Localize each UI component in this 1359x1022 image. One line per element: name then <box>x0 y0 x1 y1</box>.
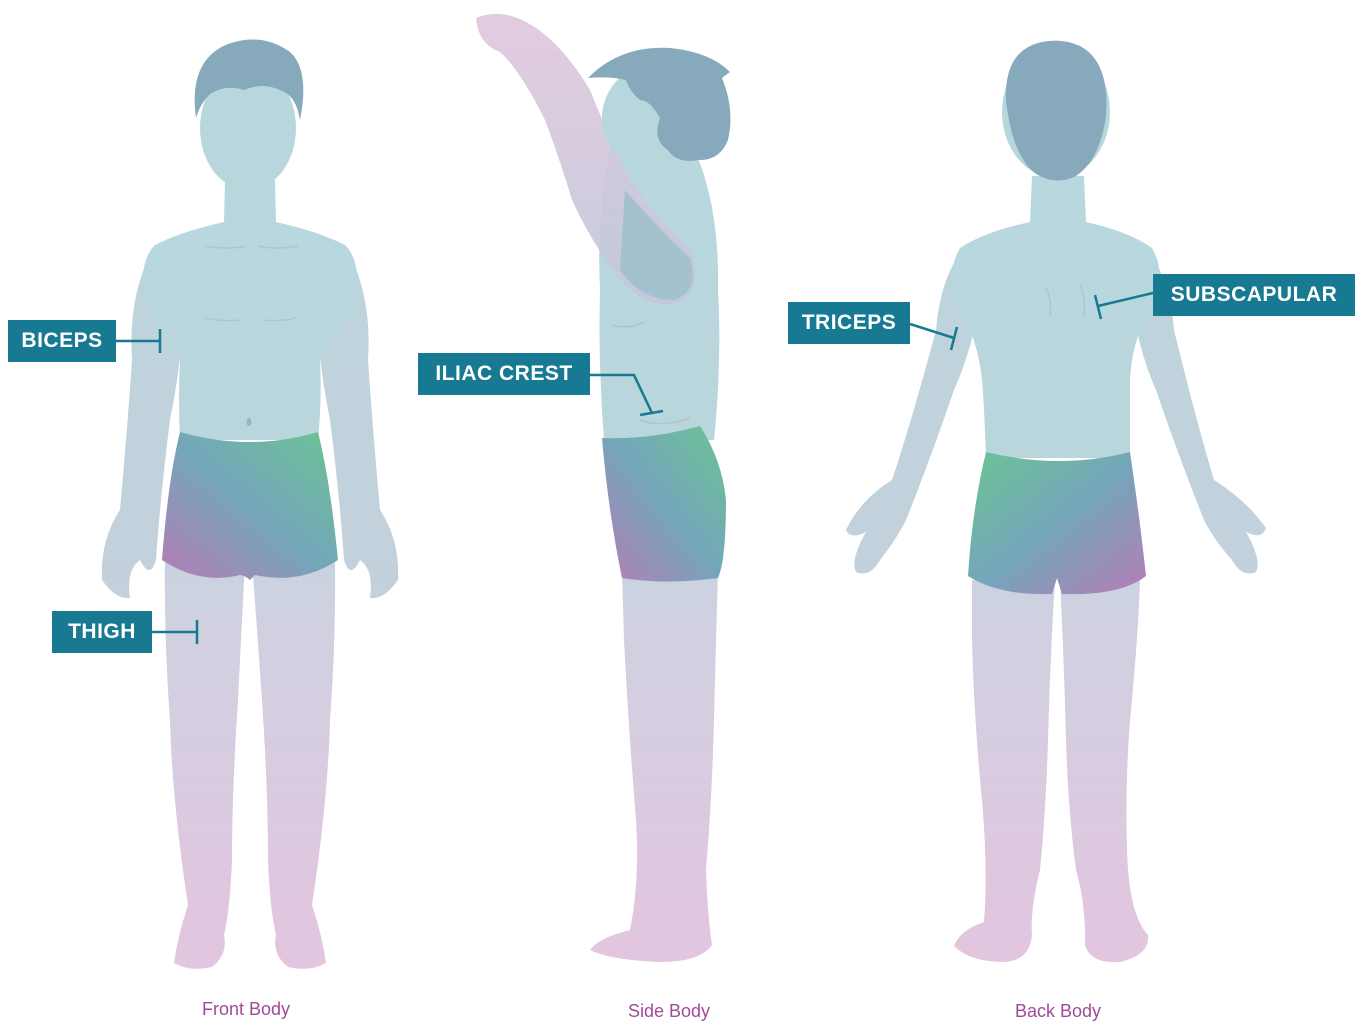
back-left-leg <box>954 580 1055 962</box>
biceps-label: BICEPS <box>8 320 116 362</box>
front-body-figure <box>102 40 398 969</box>
back-body-caption: Back Body <box>958 1001 1158 1022</box>
front-neck <box>226 178 272 229</box>
side-body-caption: Side Body <box>569 1001 769 1022</box>
back-right-leg <box>1060 580 1148 962</box>
side-body-figure <box>476 14 730 962</box>
front-body-caption: Front Body <box>146 999 346 1020</box>
back-body-figure <box>846 41 1266 963</box>
side-shorts <box>602 426 726 582</box>
iliac-crest-label: ILIAC CREST <box>418 353 590 395</box>
front-left-leg <box>165 560 245 969</box>
side-leg <box>590 570 718 962</box>
back-shorts <box>968 452 1146 594</box>
front-right-leg <box>252 560 335 969</box>
front-shorts <box>162 432 338 580</box>
triceps-label: TRICEPS <box>788 302 910 344</box>
back-torso <box>952 176 1160 458</box>
subscapular-label: SUBSCAPULAR <box>1153 274 1355 316</box>
thigh-label: THIGH <box>52 611 152 653</box>
